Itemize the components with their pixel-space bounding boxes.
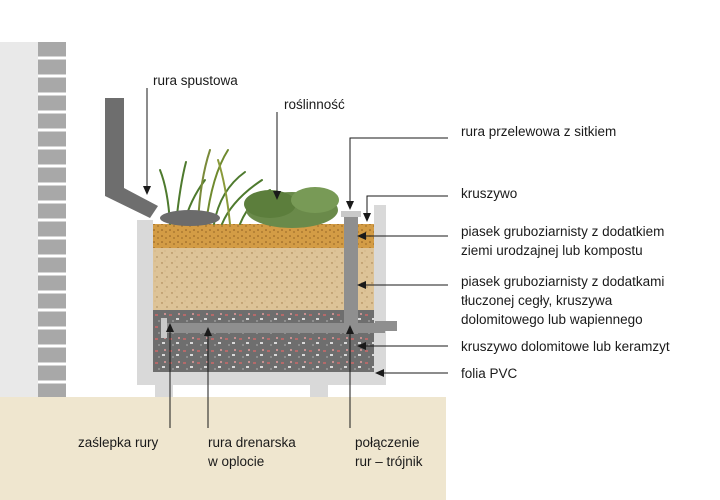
label-pipe-cap: zaślepka rury xyxy=(78,435,159,450)
label-middle-layer-3: dolomitowego lub wapiennego xyxy=(461,312,643,327)
label-drain-pipe-2: w oplocie xyxy=(207,454,264,469)
overflow-pipe xyxy=(344,214,358,334)
overflow-strainer xyxy=(341,211,361,217)
label-middle-layer-2: tłuczonej cegły, kruszywa xyxy=(461,293,613,308)
ground xyxy=(0,397,446,500)
label-liner: folia PVC xyxy=(461,366,518,381)
shrubs xyxy=(160,187,339,228)
pipe-cap xyxy=(161,318,167,338)
leader-arrows xyxy=(143,186,384,377)
label-vegetation: roślinność xyxy=(284,97,345,112)
label-top-layer-1: piasek gruboziarnisty z dodatkiem xyxy=(461,224,664,239)
downpipe xyxy=(105,98,158,218)
label-tee-2: rur – trójnik xyxy=(355,454,423,469)
label-downpipe: rura spustowa xyxy=(153,73,238,88)
label-gravel: kruszywo xyxy=(461,186,517,201)
drain-pipe-system xyxy=(161,211,397,338)
label-overflow-pipe: rura przelewowa z sitkiem xyxy=(461,124,616,139)
label-middle-layer-1: piasek gruboziarnisty z dodatkami xyxy=(461,274,664,289)
soil-layers xyxy=(153,224,374,372)
planter-frame xyxy=(137,205,386,397)
brick-wall xyxy=(0,42,66,397)
label-top-layer-2: ziemi urodzajnej lub kompostu xyxy=(461,243,643,258)
label-bottom-layer: kruszywo dolomitowe lub keramzyt xyxy=(461,339,670,354)
leader-lines xyxy=(146,88,448,428)
drain-pipe xyxy=(163,323,385,333)
label-tee-1: połączenie xyxy=(355,435,420,450)
label-drain-pipe-1: rura drenarska xyxy=(208,435,296,450)
